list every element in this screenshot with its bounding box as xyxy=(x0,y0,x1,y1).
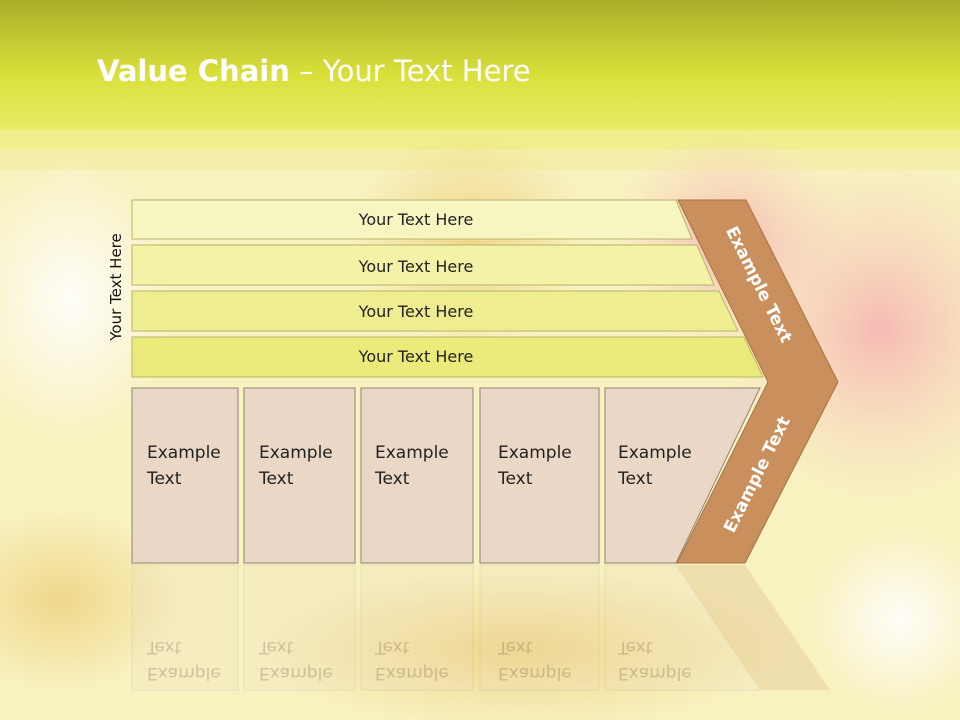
title-bold: Value Chain xyxy=(97,54,290,88)
box-4-line2: Text xyxy=(498,469,533,489)
box-5-reflect-line1: Example xyxy=(618,663,692,683)
box-4 xyxy=(479,387,600,564)
box-1-line2: Text xyxy=(147,469,182,489)
box-3-reflect-line1: Example xyxy=(375,663,449,683)
row-bar-2 xyxy=(131,244,715,286)
row-label-4: Your Text Here xyxy=(358,347,474,366)
box-3 xyxy=(360,387,474,564)
box-2-line1: Example xyxy=(259,443,333,463)
row-bar-3 xyxy=(131,290,739,332)
row-label-1: Your Text Here xyxy=(358,210,474,229)
box-2-line2: Text xyxy=(259,469,294,489)
box-reflection-1: Example Text xyxy=(147,634,221,686)
box-1 xyxy=(131,387,239,564)
box-label-2: Example Text xyxy=(259,440,333,492)
box-5-reflect-line2: Text xyxy=(618,637,653,657)
box-reflection-4: Example Text xyxy=(498,634,572,686)
box-5-line1: Example xyxy=(618,443,692,463)
box-5-line2: Text xyxy=(618,469,653,489)
box-1-reflect-line1: Example xyxy=(147,663,221,683)
box-label-3: Example Text xyxy=(375,440,449,492)
box-3-reflect-line2: Text xyxy=(375,637,410,657)
box-1-line1: Example xyxy=(147,443,221,463)
box-reflections xyxy=(131,564,830,691)
box-5 xyxy=(604,387,761,564)
box-label-5: Example Text xyxy=(618,440,692,492)
box-reflection-2: Example Text xyxy=(259,634,333,686)
page-title: Value Chain – Your Text Here xyxy=(97,54,531,88)
box-4-line1: Example xyxy=(498,443,572,463)
box-label-4: Example Text xyxy=(498,440,572,492)
side-label: Your Text Here xyxy=(107,233,125,341)
row-bar-1 xyxy=(131,199,693,240)
box-reflection-5: Example Text xyxy=(618,634,692,686)
row-bar-4 xyxy=(131,336,764,378)
box-2-reflect-line2: Text xyxy=(259,637,294,657)
box-2 xyxy=(243,387,356,564)
box-label-1: Example Text xyxy=(147,440,221,492)
chevron-arrow xyxy=(676,199,839,564)
box-1-reflect-line2: Text xyxy=(147,637,182,657)
box-reflection-3: Example Text xyxy=(375,634,449,686)
box-4-reflect-line2: Text xyxy=(498,637,533,657)
box-3-line1: Example xyxy=(375,443,449,463)
row-label-3: Your Text Here xyxy=(358,302,474,321)
title-rest: – Your Text Here xyxy=(289,54,531,88)
row-label-2: Your Text Here xyxy=(358,257,474,276)
box-4-reflect-line1: Example xyxy=(498,663,572,683)
box-2-reflect-line1: Example xyxy=(259,663,333,683)
box-3-line2: Text xyxy=(375,469,410,489)
